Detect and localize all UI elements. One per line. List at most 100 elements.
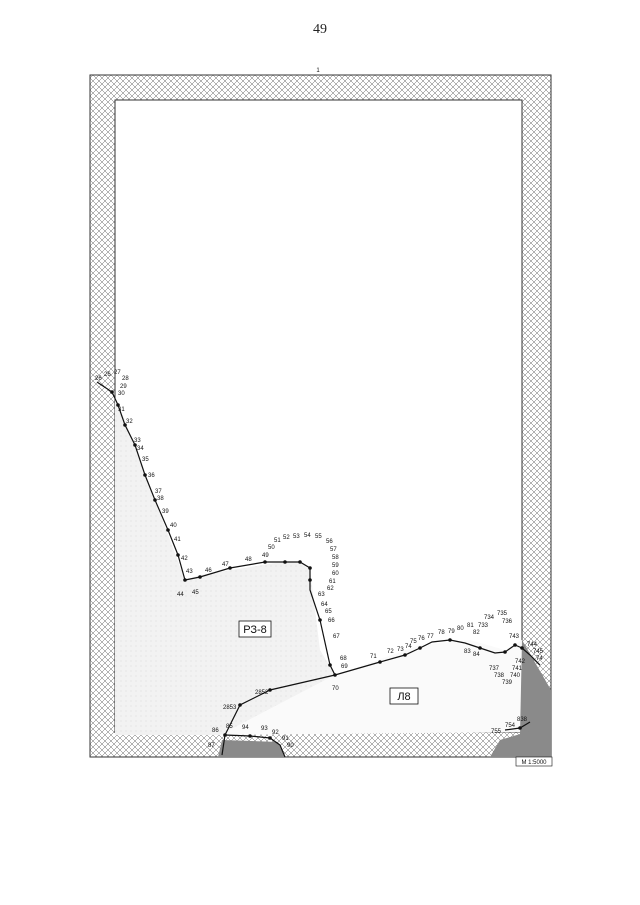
point-label: 77 (427, 634, 434, 640)
point-label: 53 (293, 534, 300, 540)
point-label: 755 (491, 729, 502, 735)
point-label: 73 (397, 647, 404, 653)
point-label: 45 (192, 590, 199, 596)
point-label: 75 (410, 639, 417, 645)
point-label: 63 (318, 592, 325, 598)
point-label: 46 (205, 568, 212, 574)
page-number: 49 (313, 22, 327, 37)
point-label: 65 (325, 609, 332, 615)
point-label: 41 (174, 537, 181, 543)
point-label: 80 (457, 626, 464, 632)
point-label: 83 (464, 649, 471, 655)
point-label: 745 (533, 649, 544, 655)
point-label: 738 (494, 673, 505, 679)
zone-rz8-area (115, 400, 335, 735)
point-label: 94 (242, 725, 249, 731)
scale-box: М 1:5000 (515, 756, 553, 767)
point-label: 733 (478, 623, 489, 629)
point-label: 48 (245, 557, 252, 563)
point-label: 40 (170, 523, 177, 529)
point-label: 30 (118, 391, 125, 397)
point-label: 67 (333, 634, 340, 640)
dark-fill-bottom-left (218, 740, 285, 757)
boundary-points (110, 390, 524, 740)
point-label: 85 (226, 724, 233, 730)
point-label: 87 (208, 743, 215, 749)
point-label: 32 (126, 419, 133, 425)
dark-fill-bottom-right (490, 725, 551, 757)
point-label: 51 (274, 538, 281, 544)
point-label: 57 (330, 547, 337, 553)
point-label: 2852 (255, 690, 269, 696)
point-label: 742 (515, 659, 526, 665)
point-label: 29 (120, 384, 127, 390)
point-label: 69 (341, 664, 348, 670)
point-label: 33 (134, 438, 141, 444)
point-label: 737 (489, 666, 500, 672)
point-label: 70 (332, 686, 339, 692)
point-label: 44 (177, 592, 184, 598)
point-label: 60 (332, 571, 339, 577)
point-label: 79 (448, 629, 455, 635)
point-label: 91 (282, 736, 289, 742)
point-label: 741 (512, 666, 523, 672)
svg-text:Л8: Л8 (397, 691, 410, 703)
point-label: 31 (118, 407, 125, 413)
point-label: 64 (321, 602, 328, 608)
point-label: 52 (283, 535, 290, 541)
point-label: 743 (509, 634, 520, 640)
point-label: 739 (502, 680, 513, 686)
point-label: 74 (536, 656, 543, 662)
point-label: 81 (467, 623, 474, 629)
zone-l8-area (220, 640, 522, 735)
point-label: 74 (405, 644, 412, 650)
point-label: 68 (340, 656, 347, 662)
point-label: 92 (272, 730, 279, 736)
point-label: 38 (157, 496, 164, 502)
point-label: 86 (212, 728, 219, 734)
point-label: 26 (104, 372, 111, 378)
point-label: 56 (326, 539, 333, 545)
point-label: 42 (181, 556, 188, 562)
svg-text:РЗ-8: РЗ-8 (243, 624, 267, 636)
point-label: 55 (315, 534, 322, 540)
point-labels: 26 26 27 28 29 30 31 32 33 34 35 36 37 3… (95, 370, 544, 749)
point-label: 37 (155, 489, 162, 495)
point-label: 39 (162, 509, 169, 515)
point-label: 838 (517, 717, 528, 723)
point-label: 735 (497, 611, 508, 617)
point-label: 93 (261, 726, 268, 732)
point-label: 66 (328, 618, 335, 624)
point-label: 90 (287, 743, 294, 749)
point-label: 82 (473, 630, 480, 636)
point-label: 740 (510, 673, 521, 679)
point-label: 754 (505, 723, 516, 729)
point-label: 26 (95, 376, 102, 382)
point-label: 71 (370, 654, 377, 660)
top-mark: 1 (316, 68, 320, 74)
point-label: 35 (142, 457, 149, 463)
point-label: 36 (148, 473, 155, 479)
zone-l8-label: Л8 (389, 687, 419, 705)
zone-rz8-label: РЗ-8 (238, 620, 272, 638)
point-label: 72 (387, 649, 394, 655)
point-label: 78 (438, 630, 445, 636)
point-label: 58 (332, 555, 339, 561)
point-label: 59 (332, 563, 339, 569)
point-label: 47 (222, 562, 229, 568)
point-label: 50 (268, 545, 275, 551)
point-label: 76 (418, 636, 425, 642)
point-label: 43 (186, 569, 193, 575)
svg-text:М 1:5000: М 1:5000 (521, 760, 547, 766)
point-label: 28 (122, 376, 129, 382)
point-label: 2853 (223, 705, 237, 711)
point-label: 27 (114, 370, 121, 376)
point-label: 744 (527, 642, 538, 648)
point-label: 734 (484, 615, 495, 621)
point-label: 736 (502, 619, 513, 625)
boundary-line (96, 381, 541, 676)
point-label: 62 (327, 586, 334, 592)
point-label: 61 (329, 579, 336, 585)
point-label: 54 (304, 533, 311, 539)
